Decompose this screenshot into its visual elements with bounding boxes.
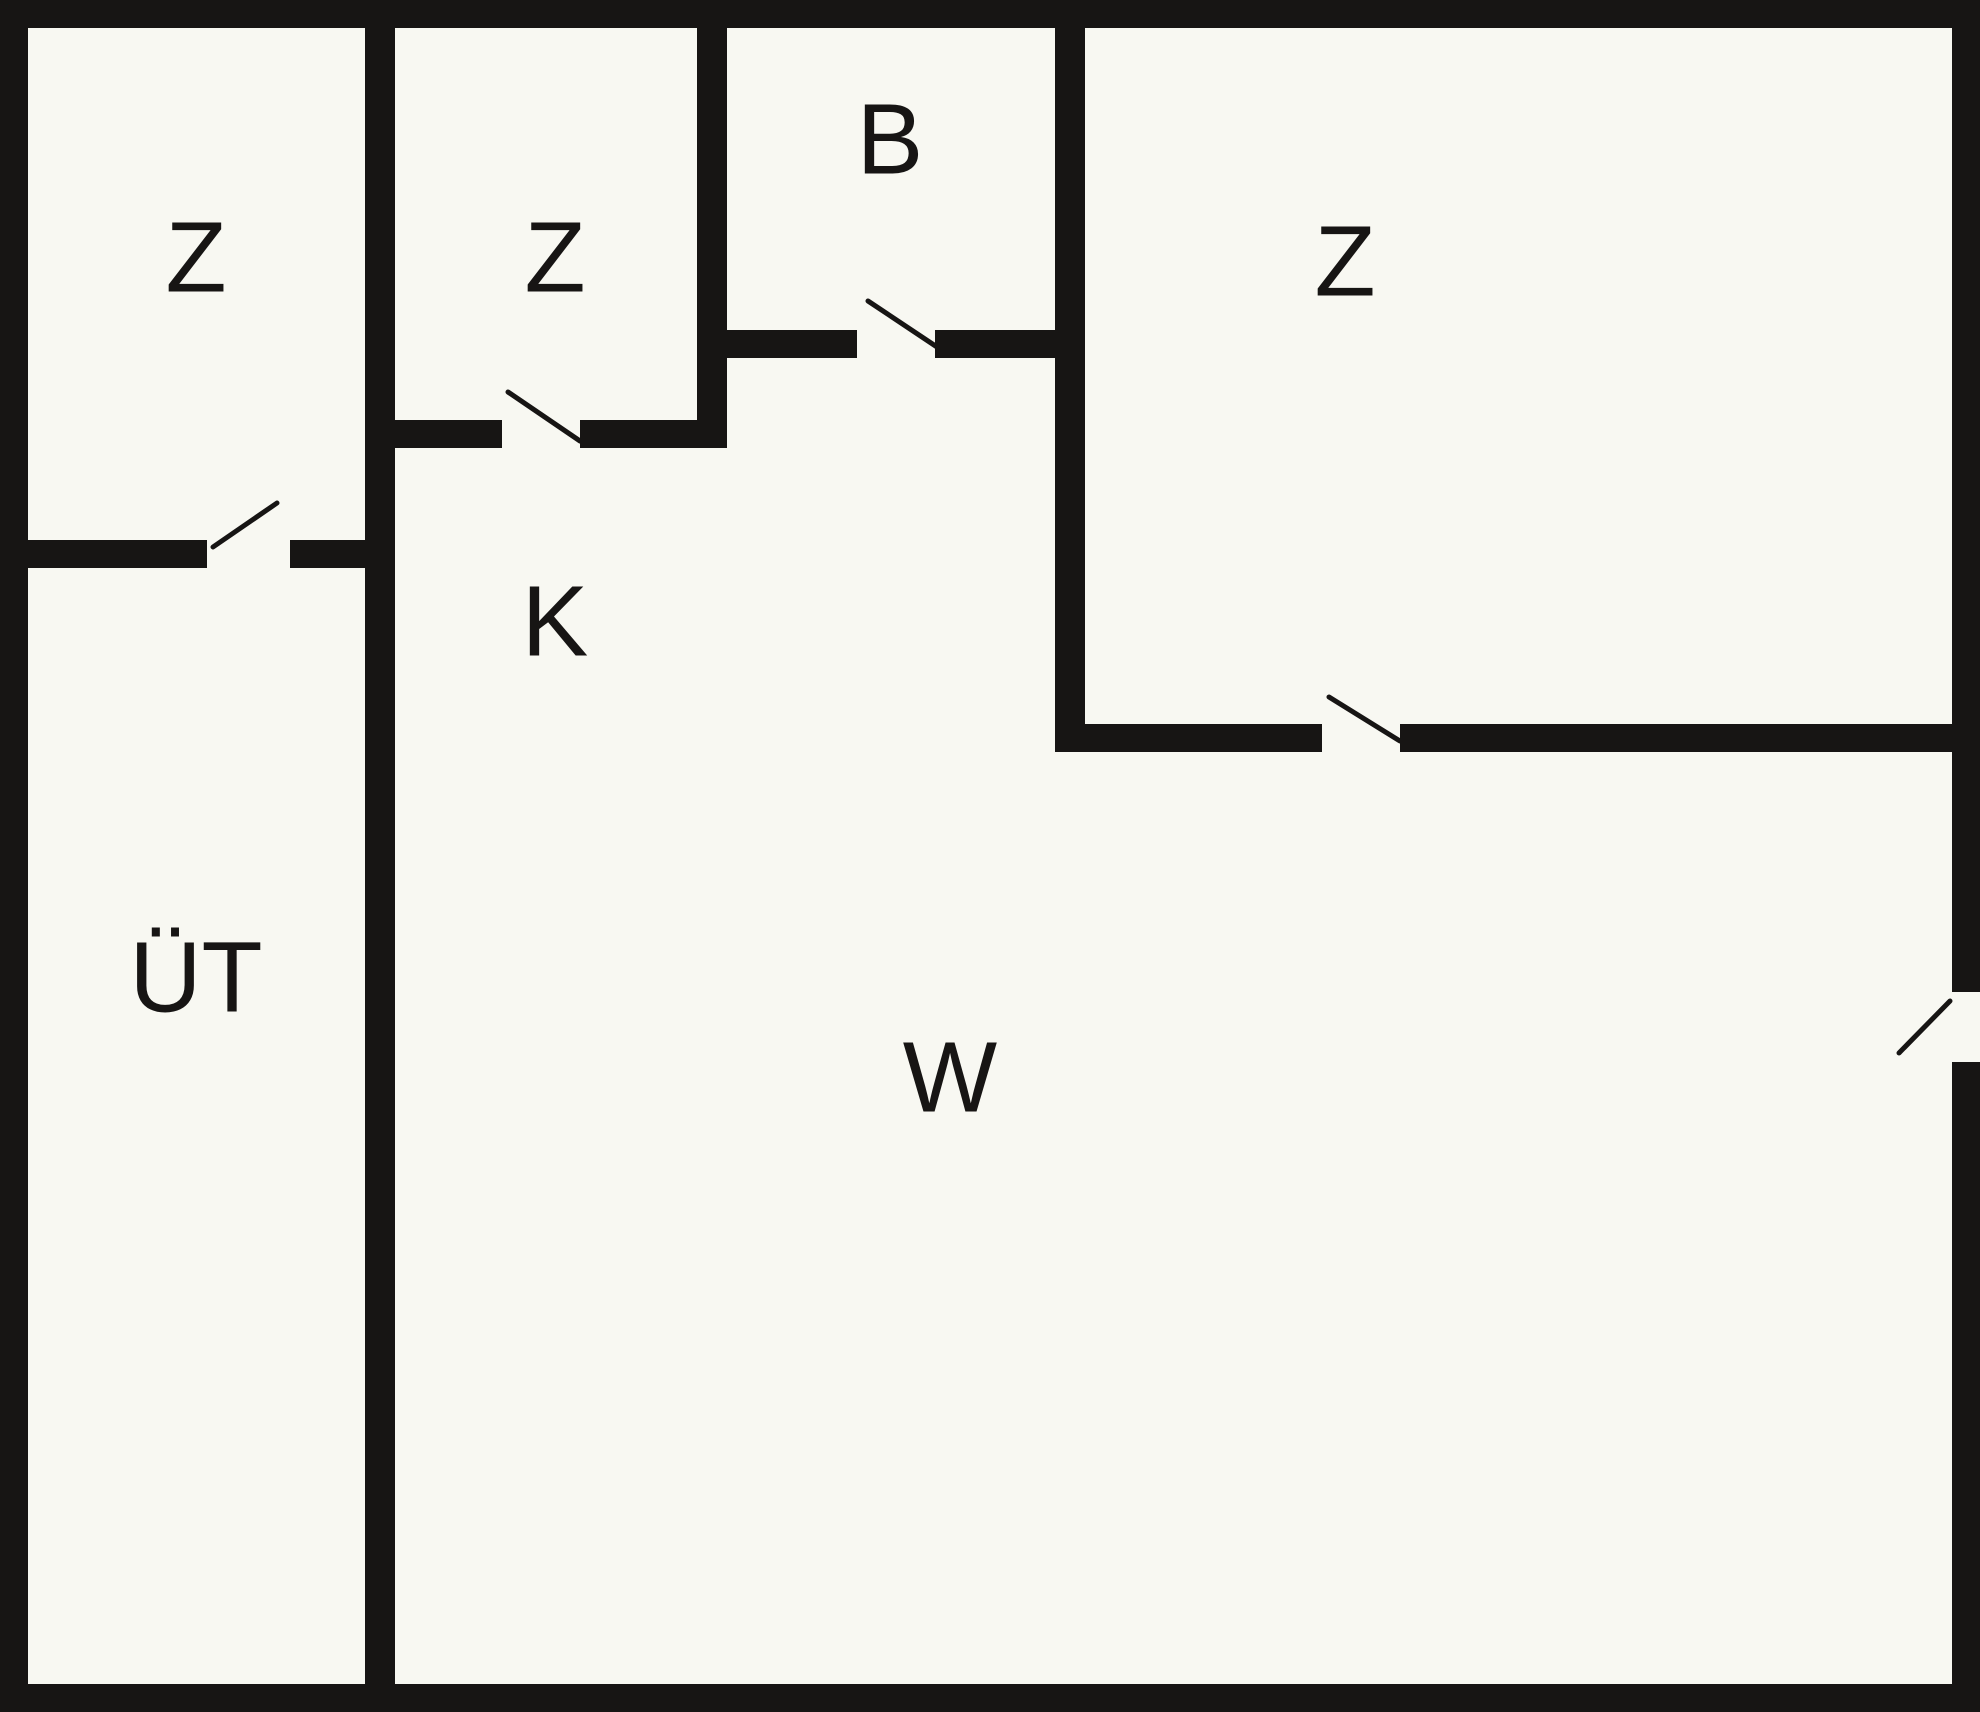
door-swing-bedroom3-icon <box>1326 694 1403 744</box>
interior-wall-vertical-right <box>1055 28 1085 752</box>
outer-wall-right-lower <box>1952 1062 1980 1712</box>
wall-bedroom3-bottom-right-segment <box>1400 724 1980 752</box>
interior-wall-vertical-left <box>365 28 395 1684</box>
room-label-bedroom-top-left: Z <box>165 201 227 314</box>
room-label-bedroom-top-middle: Z <box>524 201 586 314</box>
door-swing-entrance-icon <box>1896 998 1953 1056</box>
wall-bedroom1-hall-right-segment <box>290 540 395 568</box>
outer-wall-top <box>0 0 1980 28</box>
wall-bedroom1-hall-left-segment <box>0 540 207 568</box>
wall-bedroom2-bottom-left-segment <box>395 420 502 448</box>
interior-wall-vertical-middle <box>697 28 727 448</box>
room-label-bathroom: B <box>856 83 924 196</box>
wall-bedroom3-bottom-left-segment <box>1055 724 1322 752</box>
room-label-kitchen: K <box>521 565 589 678</box>
outer-wall-bottom <box>0 1684 1980 1712</box>
door-swing-bedroom2-icon <box>505 389 583 444</box>
outer-wall-left <box>0 0 28 1712</box>
room-label-bedroom-right: Z <box>1314 205 1376 318</box>
room-label-hallway: ÜT <box>129 921 263 1034</box>
wall-bathroom-bottom-left-segment <box>697 330 857 358</box>
door-swing-hall-icon <box>210 500 280 550</box>
outer-wall-right-upper <box>1952 0 1980 992</box>
room-label-living-room: W <box>902 1021 998 1134</box>
door-swing-bathroom-icon <box>865 298 940 350</box>
